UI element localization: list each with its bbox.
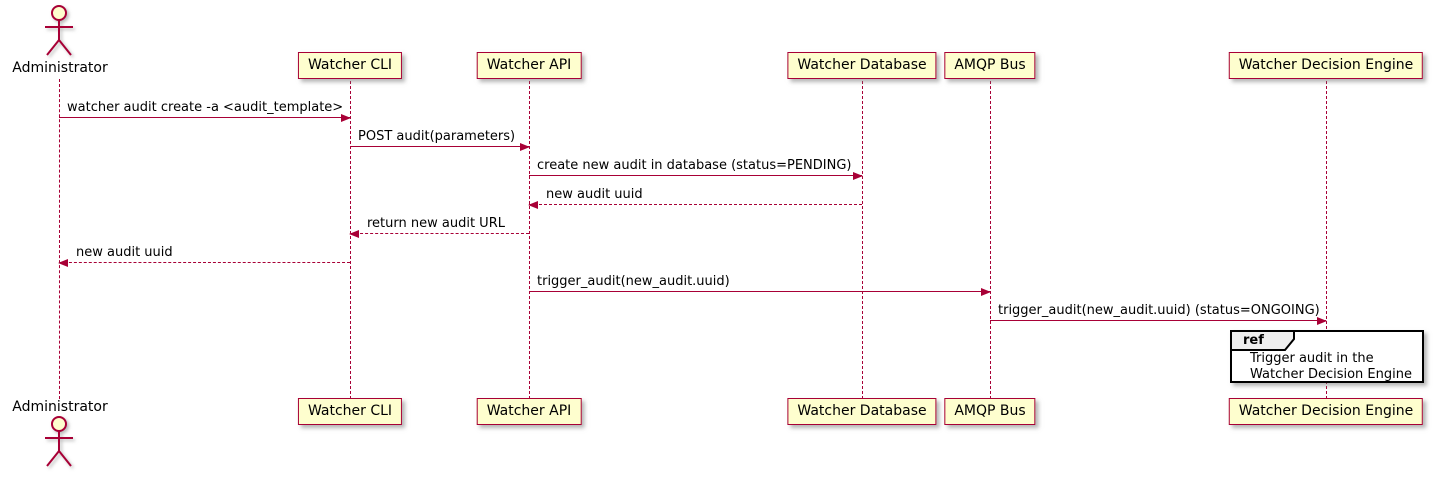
actor-icon — [45, 416, 73, 467]
message-label: new audit uuid — [76, 245, 173, 260]
arrowhead-right-icon — [981, 287, 991, 296]
lifeline-administrator — [59, 79, 60, 399]
arrowhead-right-icon — [853, 171, 863, 180]
arrowhead-right-icon — [520, 142, 530, 151]
lifeline-watcher-api — [529, 81, 530, 399]
participant-watcher-database-top: Watcher Database — [787, 52, 937, 79]
message-arrow — [59, 113, 351, 122]
lifeline-amqp-bus — [990, 81, 991, 399]
message-arrow — [350, 142, 530, 151]
actor-name-bottom: Administrator — [12, 399, 108, 415]
message-label: watcher audit create -a <audit_template> — [67, 100, 344, 115]
participant-watcher-cli-bottom: Watcher CLI — [297, 398, 403, 425]
arrowhead-left-icon — [528, 200, 538, 209]
message-return-audit-url: return new audit URL — [349, 216, 529, 238]
message-arrow — [990, 316, 1327, 325]
message-label: new audit uuid — [546, 187, 643, 202]
ref-text-line1: Trigger audit in the — [1250, 351, 1374, 366]
message-return-arrow — [58, 258, 350, 267]
message-post-audit: POST audit(parameters) — [350, 129, 530, 151]
message-arrow — [529, 171, 863, 180]
lifeline-watcher-decision-engine — [1326, 81, 1327, 399]
ref-keyword: ref — [1243, 333, 1264, 348]
message-trigger-audit-ongoing: trigger_audit(new_audit.uuid) (status=ON… — [990, 303, 1327, 325]
ref-text-line2: Watcher Decision Engine — [1250, 367, 1412, 382]
message-arrow — [529, 287, 991, 296]
arrowhead-left-icon — [349, 229, 359, 238]
participant-watcher-decision-engine-top: Watcher Decision Engine — [1228, 52, 1424, 79]
actor-icon — [45, 5, 73, 56]
message-new-audit-uuid-admin: new audit uuid — [58, 245, 350, 267]
participant-watcher-api-top: Watcher API — [476, 52, 582, 79]
message-label: trigger_audit(new_audit.uuid) (status=ON… — [998, 303, 1320, 318]
participant-watcher-database-bottom: Watcher Database — [787, 398, 937, 425]
actor-name-top: Administrator — [12, 60, 108, 76]
participant-amqp-bus-top: AMQP Bus — [944, 52, 1036, 79]
message-create-audit-db: create new audit in database (status=PEN… — [529, 158, 863, 180]
message-return-arrow — [349, 229, 529, 238]
message-label: trigger_audit(new_audit.uuid) — [537, 274, 730, 289]
participant-amqp-bus-bottom: AMQP Bus — [944, 398, 1036, 425]
lifeline-watcher-cli — [350, 81, 351, 399]
ref-text: Trigger audit in the Watcher Decision En… — [1250, 351, 1412, 383]
lifeline-watcher-database — [862, 81, 863, 399]
message-return-arrow — [528, 200, 862, 209]
message-label: create new audit in database (status=PEN… — [537, 158, 852, 173]
arrowhead-left-icon — [58, 258, 68, 267]
message-trigger-audit: trigger_audit(new_audit.uuid) — [529, 274, 991, 296]
message-new-audit-uuid-db: new audit uuid — [528, 187, 862, 209]
message-label: POST audit(parameters) — [358, 129, 516, 144]
arrowhead-right-icon — [341, 113, 351, 122]
participant-watcher-cli-top: Watcher CLI — [297, 52, 403, 79]
participant-watcher-api-bottom: Watcher API — [476, 398, 582, 425]
participant-watcher-decision-engine-bottom: Watcher Decision Engine — [1228, 398, 1424, 425]
ref-tag-pentagon-icon — [1230, 330, 1295, 351]
ref-fragment: ref Trigger audit in the Watcher Decisio… — [1230, 330, 1424, 383]
message-label: return new audit URL — [367, 216, 505, 231]
message-audit-create: watcher audit create -a <audit_template> — [59, 100, 351, 122]
arrowhead-right-icon — [1317, 316, 1327, 325]
